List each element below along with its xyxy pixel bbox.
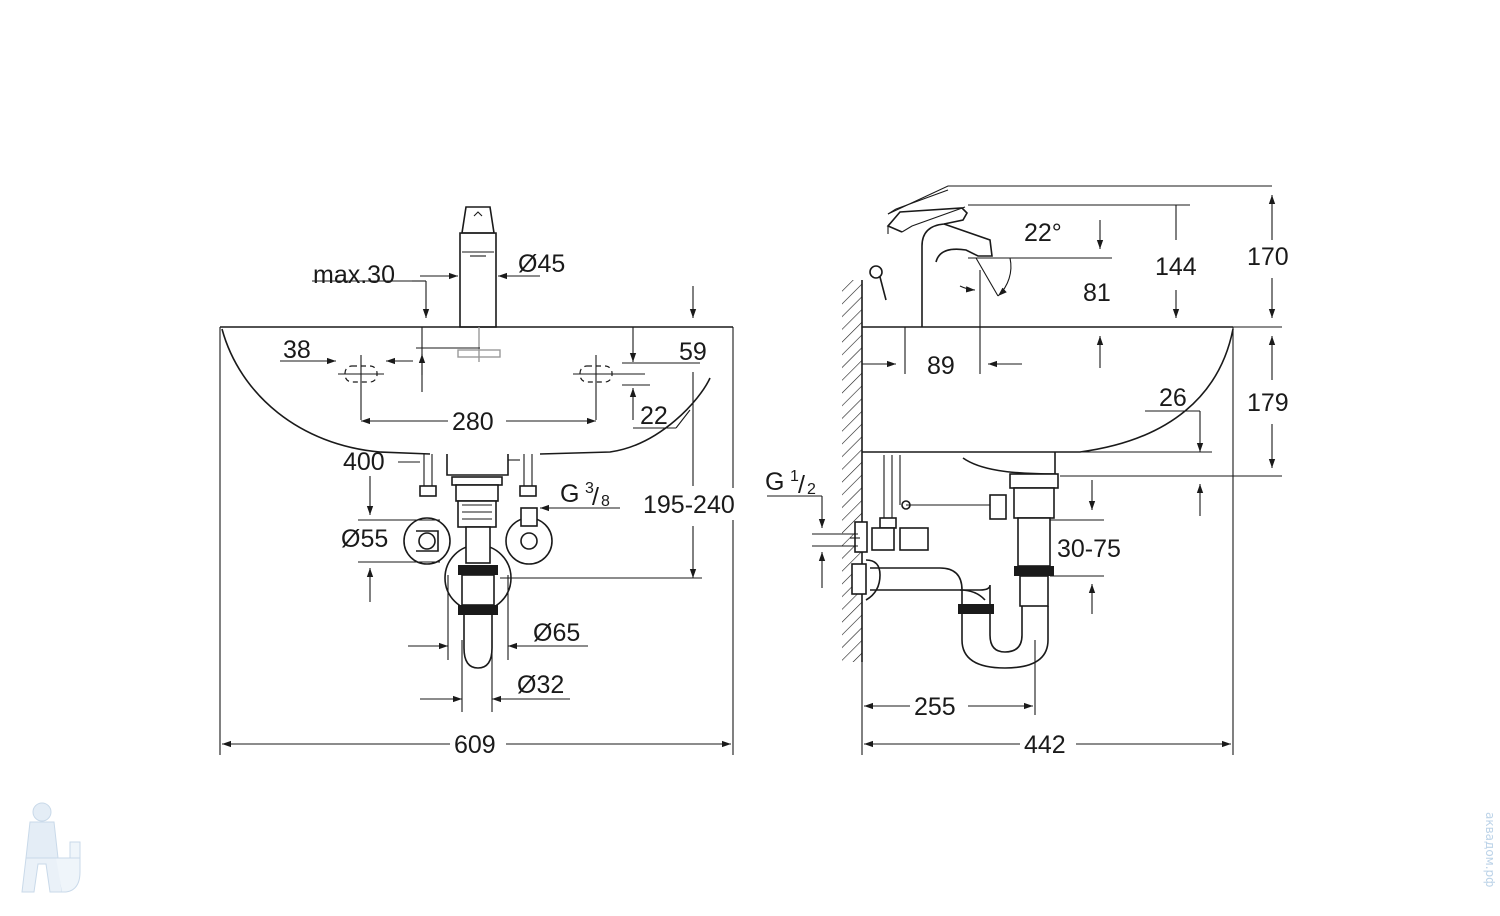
side-dimensions xyxy=(767,195,1282,748)
front-tap-holes xyxy=(338,355,645,420)
label-22: 22 xyxy=(640,402,668,430)
label-d65: Ø65 xyxy=(533,619,580,647)
label-400: 400 xyxy=(343,448,385,476)
label-30-75: 30-75 xyxy=(1057,535,1121,563)
label-179: 179 xyxy=(1247,389,1289,417)
label-g38: G xyxy=(560,480,579,508)
label-d45: Ø45 xyxy=(518,250,565,278)
label-170: 170 xyxy=(1247,243,1289,271)
side-basin xyxy=(861,326,1234,755)
label-280: 280 xyxy=(452,408,494,436)
front-faucet xyxy=(457,206,501,362)
label-g12-den: 2 xyxy=(807,481,816,498)
dimension-labels: max.30 Ø45 38 59 280 22 400 G 3 / 8 195-… xyxy=(283,219,1300,759)
front-siphon xyxy=(444,476,512,669)
label-442: 442 xyxy=(1024,731,1066,759)
front-supply xyxy=(403,454,553,565)
label-255: 255 xyxy=(914,693,956,721)
label-g12-num: 1 xyxy=(790,468,799,485)
label-angle22: 22° xyxy=(1024,219,1062,247)
label-195-240: 195-240 xyxy=(643,491,735,519)
label-38: 38 xyxy=(283,336,311,364)
plumber-logo xyxy=(21,802,81,893)
label-g12-slash: / xyxy=(798,471,805,499)
label-89: 89 xyxy=(927,352,955,380)
label-26: 26 xyxy=(1159,384,1187,412)
label-144: 144 xyxy=(1155,253,1197,281)
label-609: 609 xyxy=(454,731,496,759)
label-g38-slash: / xyxy=(592,483,599,511)
label-d55: Ø55 xyxy=(341,525,388,553)
label-81: 81 xyxy=(1083,279,1111,307)
label-g12: G xyxy=(765,468,784,496)
label-max30: max.30 xyxy=(313,261,395,289)
front-view xyxy=(219,206,734,755)
front-dimensions xyxy=(222,272,731,748)
side-view xyxy=(767,185,1282,755)
label-g38-num: 3 xyxy=(585,480,594,497)
label-g38-den: 8 xyxy=(601,493,610,510)
side-supply xyxy=(850,455,1007,553)
side-faucet xyxy=(869,185,1272,327)
label-59: 59 xyxy=(679,338,707,366)
watermark-vertical-text: аквадом.рф xyxy=(1483,812,1497,887)
side-wall xyxy=(842,280,863,662)
side-siphon xyxy=(851,473,1059,669)
label-d32: Ø32 xyxy=(517,671,564,699)
